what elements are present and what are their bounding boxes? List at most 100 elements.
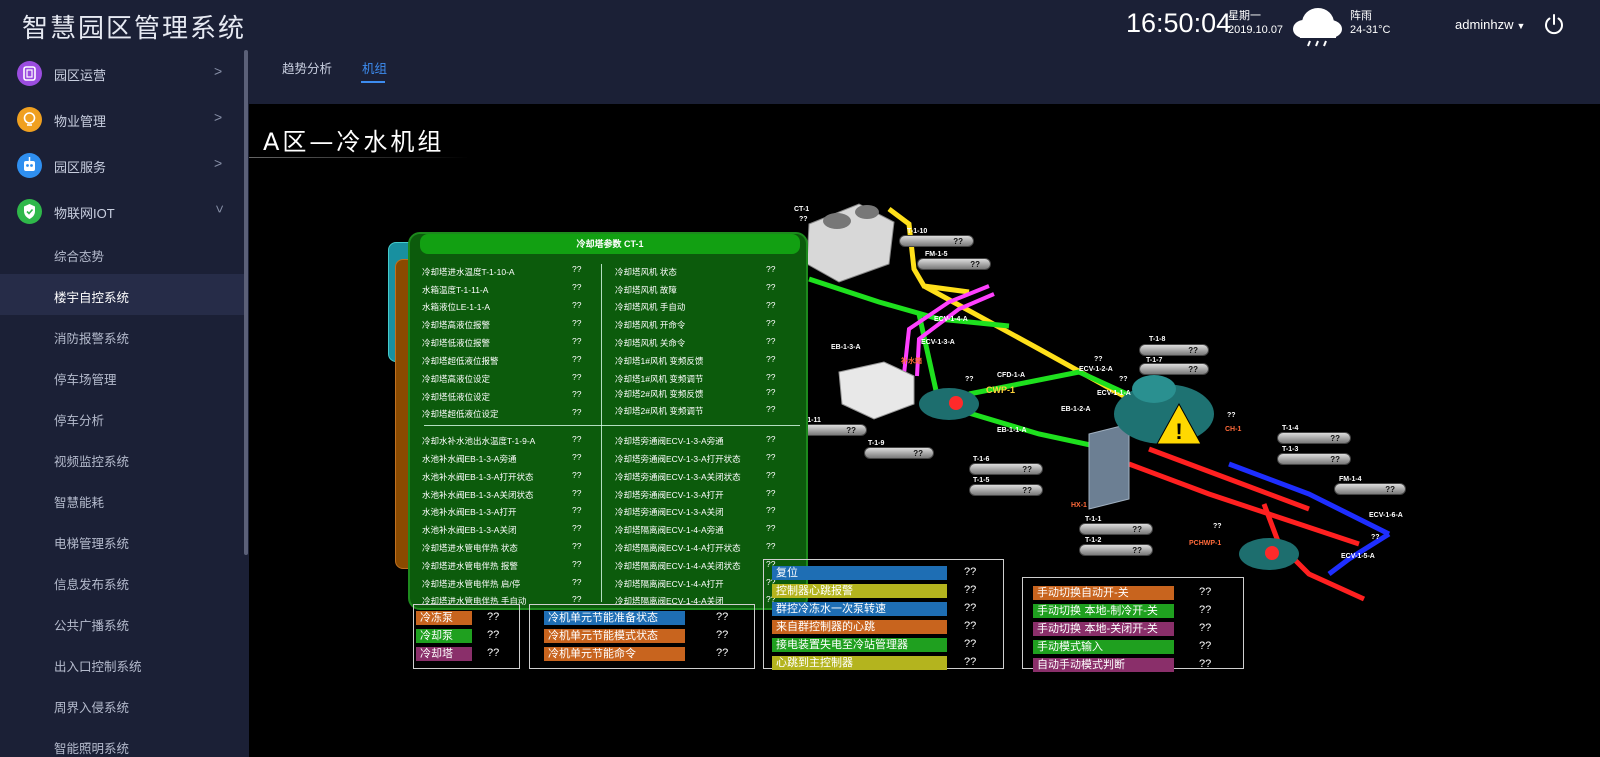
diagram-label: T-1-2 xyxy=(1085,537,1101,544)
caret-down-icon: ▼ xyxy=(1517,21,1526,31)
gauge-value: ?? xyxy=(1330,433,1340,444)
sidebar-item-label: 智能照明系统 xyxy=(54,738,129,757)
diagram-label: EB-1-2-A xyxy=(1061,406,1091,413)
weather-block: 阵雨 24-31°C xyxy=(1350,9,1390,37)
param-label: 冷却塔1#风机 变频调节 xyxy=(615,373,703,385)
pump-alarm-dot xyxy=(949,396,963,410)
pipe-blue xyxy=(1229,464,1389,534)
sidebar-item-lighting[interactable]: 智能照明系统 xyxy=(0,725,244,757)
sidebar-group-iot[interactable]: 物联网IOT > xyxy=(0,189,244,235)
sidebar-scrollbar[interactable] xyxy=(244,50,248,555)
heat-exchanger xyxy=(1089,424,1129,509)
power-icon[interactable] xyxy=(1543,13,1565,35)
diagram-label: EB-1-3-A xyxy=(831,344,861,351)
diagram-label: T-1-9 xyxy=(868,440,884,447)
sidebar-item-broadcast[interactable]: 公共广播系统 xyxy=(0,602,244,643)
weekday: 星期一 xyxy=(1228,9,1283,23)
diagram-label: T-1-10 xyxy=(907,228,927,235)
param-label: 冷却塔1#风机 变频反馈 xyxy=(615,355,703,367)
param-value: ?? xyxy=(572,318,581,328)
param-label: 冷却塔旁通阀ECV-1-3-A关闭 xyxy=(615,506,724,518)
sidebar-item-label: 楼宇自控系统 xyxy=(54,287,129,306)
param-value: ?? xyxy=(572,354,581,364)
param-value: ?? xyxy=(572,336,581,346)
gauge-t-1-10: ?? xyxy=(899,235,974,247)
gauge-value: ?? xyxy=(1188,364,1198,375)
sidebar-item-perimeter[interactable]: 周界入侵系统 xyxy=(0,684,244,725)
diagram-value: ?? xyxy=(1213,523,1222,530)
sidebar-item-label: 智慧能耗 xyxy=(54,492,104,511)
diagram-value: ?? xyxy=(799,216,808,223)
chiller-compressor xyxy=(1132,375,1176,403)
param-label: 冷却塔超低液位设定 xyxy=(422,408,499,420)
legend-value: ?? xyxy=(964,620,976,632)
param-label: 冷却塔高液位报警 xyxy=(422,319,490,331)
gauge-t-1-5: ?? xyxy=(969,484,1043,496)
gauge-t-1-2: ?? xyxy=(1079,544,1153,556)
tower-fan xyxy=(823,213,851,229)
tab-unit[interactable]: 机组 xyxy=(362,58,387,77)
sidebar-item-video[interactable]: 视频监控系统 xyxy=(0,438,244,479)
user-menu[interactable]: adminhzw▼ xyxy=(1455,17,1525,32)
sidebar-item-label: 电梯管理系统 xyxy=(54,533,129,552)
param-value: ?? xyxy=(766,282,775,292)
sidebar-item-access-control[interactable]: 出入口控制系统 xyxy=(0,643,244,684)
sidebar-item-building-automation[interactable]: 楼宇自控系统 xyxy=(0,274,244,315)
param-value: ?? xyxy=(572,264,581,274)
legend-value: ?? xyxy=(964,656,976,668)
diagram-label: FM-1-5 xyxy=(925,251,948,258)
sidebar-group-park-service[interactable]: 园区服务 > xyxy=(0,143,244,189)
legend-value: ?? xyxy=(964,584,976,596)
chevron-right-icon: > xyxy=(214,109,222,125)
param-label: 水池补水阀EB-1-3-A关闭状态 xyxy=(422,489,533,501)
legend-value: ?? xyxy=(1199,658,1211,670)
diagram-label: ECV-1-3-A xyxy=(921,339,955,346)
diagram-label: ECV-1-5-A xyxy=(1341,553,1375,560)
legend-label: 群控冷冻水一次泵转速 xyxy=(772,602,947,616)
param-label: 冷却塔低液位报警 xyxy=(422,337,490,349)
legend-label: 手动切换自动开-关 xyxy=(1033,586,1174,600)
param-value: ?? xyxy=(766,434,775,444)
param-value: ?? xyxy=(572,505,581,515)
param-value: ?? xyxy=(572,282,581,292)
sidebar-item-label: 消防报警系统 xyxy=(54,328,129,347)
param-value: ?? xyxy=(572,470,581,480)
param-label: 冷却塔进水管电伴热 启/停 xyxy=(422,578,520,590)
param-label: 冷却塔旁通阀ECV-1-3-A旁通 xyxy=(615,435,724,447)
tab-trend-analysis[interactable]: 趋势分析 xyxy=(282,58,332,77)
param-label: 冷却塔低液位设定 xyxy=(422,391,490,403)
sidebar-item-parking[interactable]: 停车场管理 xyxy=(0,356,244,397)
param-label: 冷却塔隔离阀ECV-1-4-A旁通 xyxy=(615,524,724,536)
param-value: ?? xyxy=(766,452,775,462)
param-value: ?? xyxy=(766,318,775,328)
legend-value: ?? xyxy=(1199,604,1211,616)
sidebar-item-fire-alarm[interactable]: 消防报警系统 xyxy=(0,315,244,356)
sidebar-item-elevator[interactable]: 电梯管理系统 xyxy=(0,520,244,561)
param-value: ?? xyxy=(766,523,775,533)
sidebar-group-property[interactable]: 物业管理 > xyxy=(0,97,244,143)
legend-value: ?? xyxy=(487,629,499,641)
gauge-t-1-4: ?? xyxy=(1277,432,1351,444)
legend-label: 心跳到主控制器 xyxy=(772,656,947,670)
cooling-pump xyxy=(919,388,979,420)
chevron-down-icon: > xyxy=(212,205,228,213)
weather-text: 阵雨 xyxy=(1350,9,1390,23)
lightbulb-icon xyxy=(17,107,42,132)
sidebar-item-energy[interactable]: 智慧能耗 xyxy=(0,479,244,520)
sidebar: 园区运营 > 物业管理 > 园区服务 > 物联网IOT > 综合态势 楼宇自控系… xyxy=(0,48,249,757)
sidebar-item-overview[interactable]: 综合态势 xyxy=(0,233,244,274)
sidebar-item-parking-analysis[interactable]: 停车分析 xyxy=(0,397,244,438)
legend-box-controller: 复位 ?? 控制器心跳报警 ?? 群控冷冻水一次泵转速 ?? 来自群控制器的心跳… xyxy=(763,559,1004,669)
sidebar-item-info-publish[interactable]: 信息发布系统 xyxy=(0,561,244,602)
diagram-label: T-1-6 xyxy=(973,456,989,463)
param-value: ?? xyxy=(572,407,581,417)
legend-value: ?? xyxy=(716,647,728,659)
diagram-label: ECV-1-6-A xyxy=(1369,512,1403,519)
param-value: ?? xyxy=(766,488,775,498)
param-label: 水箱温度T-1-11-A xyxy=(422,284,488,296)
legend-value: ?? xyxy=(487,647,499,659)
sidebar-group-label: 物业管理 xyxy=(54,111,106,130)
param-label: 冷却塔进水温度T-1-10-A xyxy=(422,266,515,278)
panel-divider xyxy=(424,425,800,426)
sidebar-group-park-operation[interactable]: 园区运营 > xyxy=(0,51,244,97)
